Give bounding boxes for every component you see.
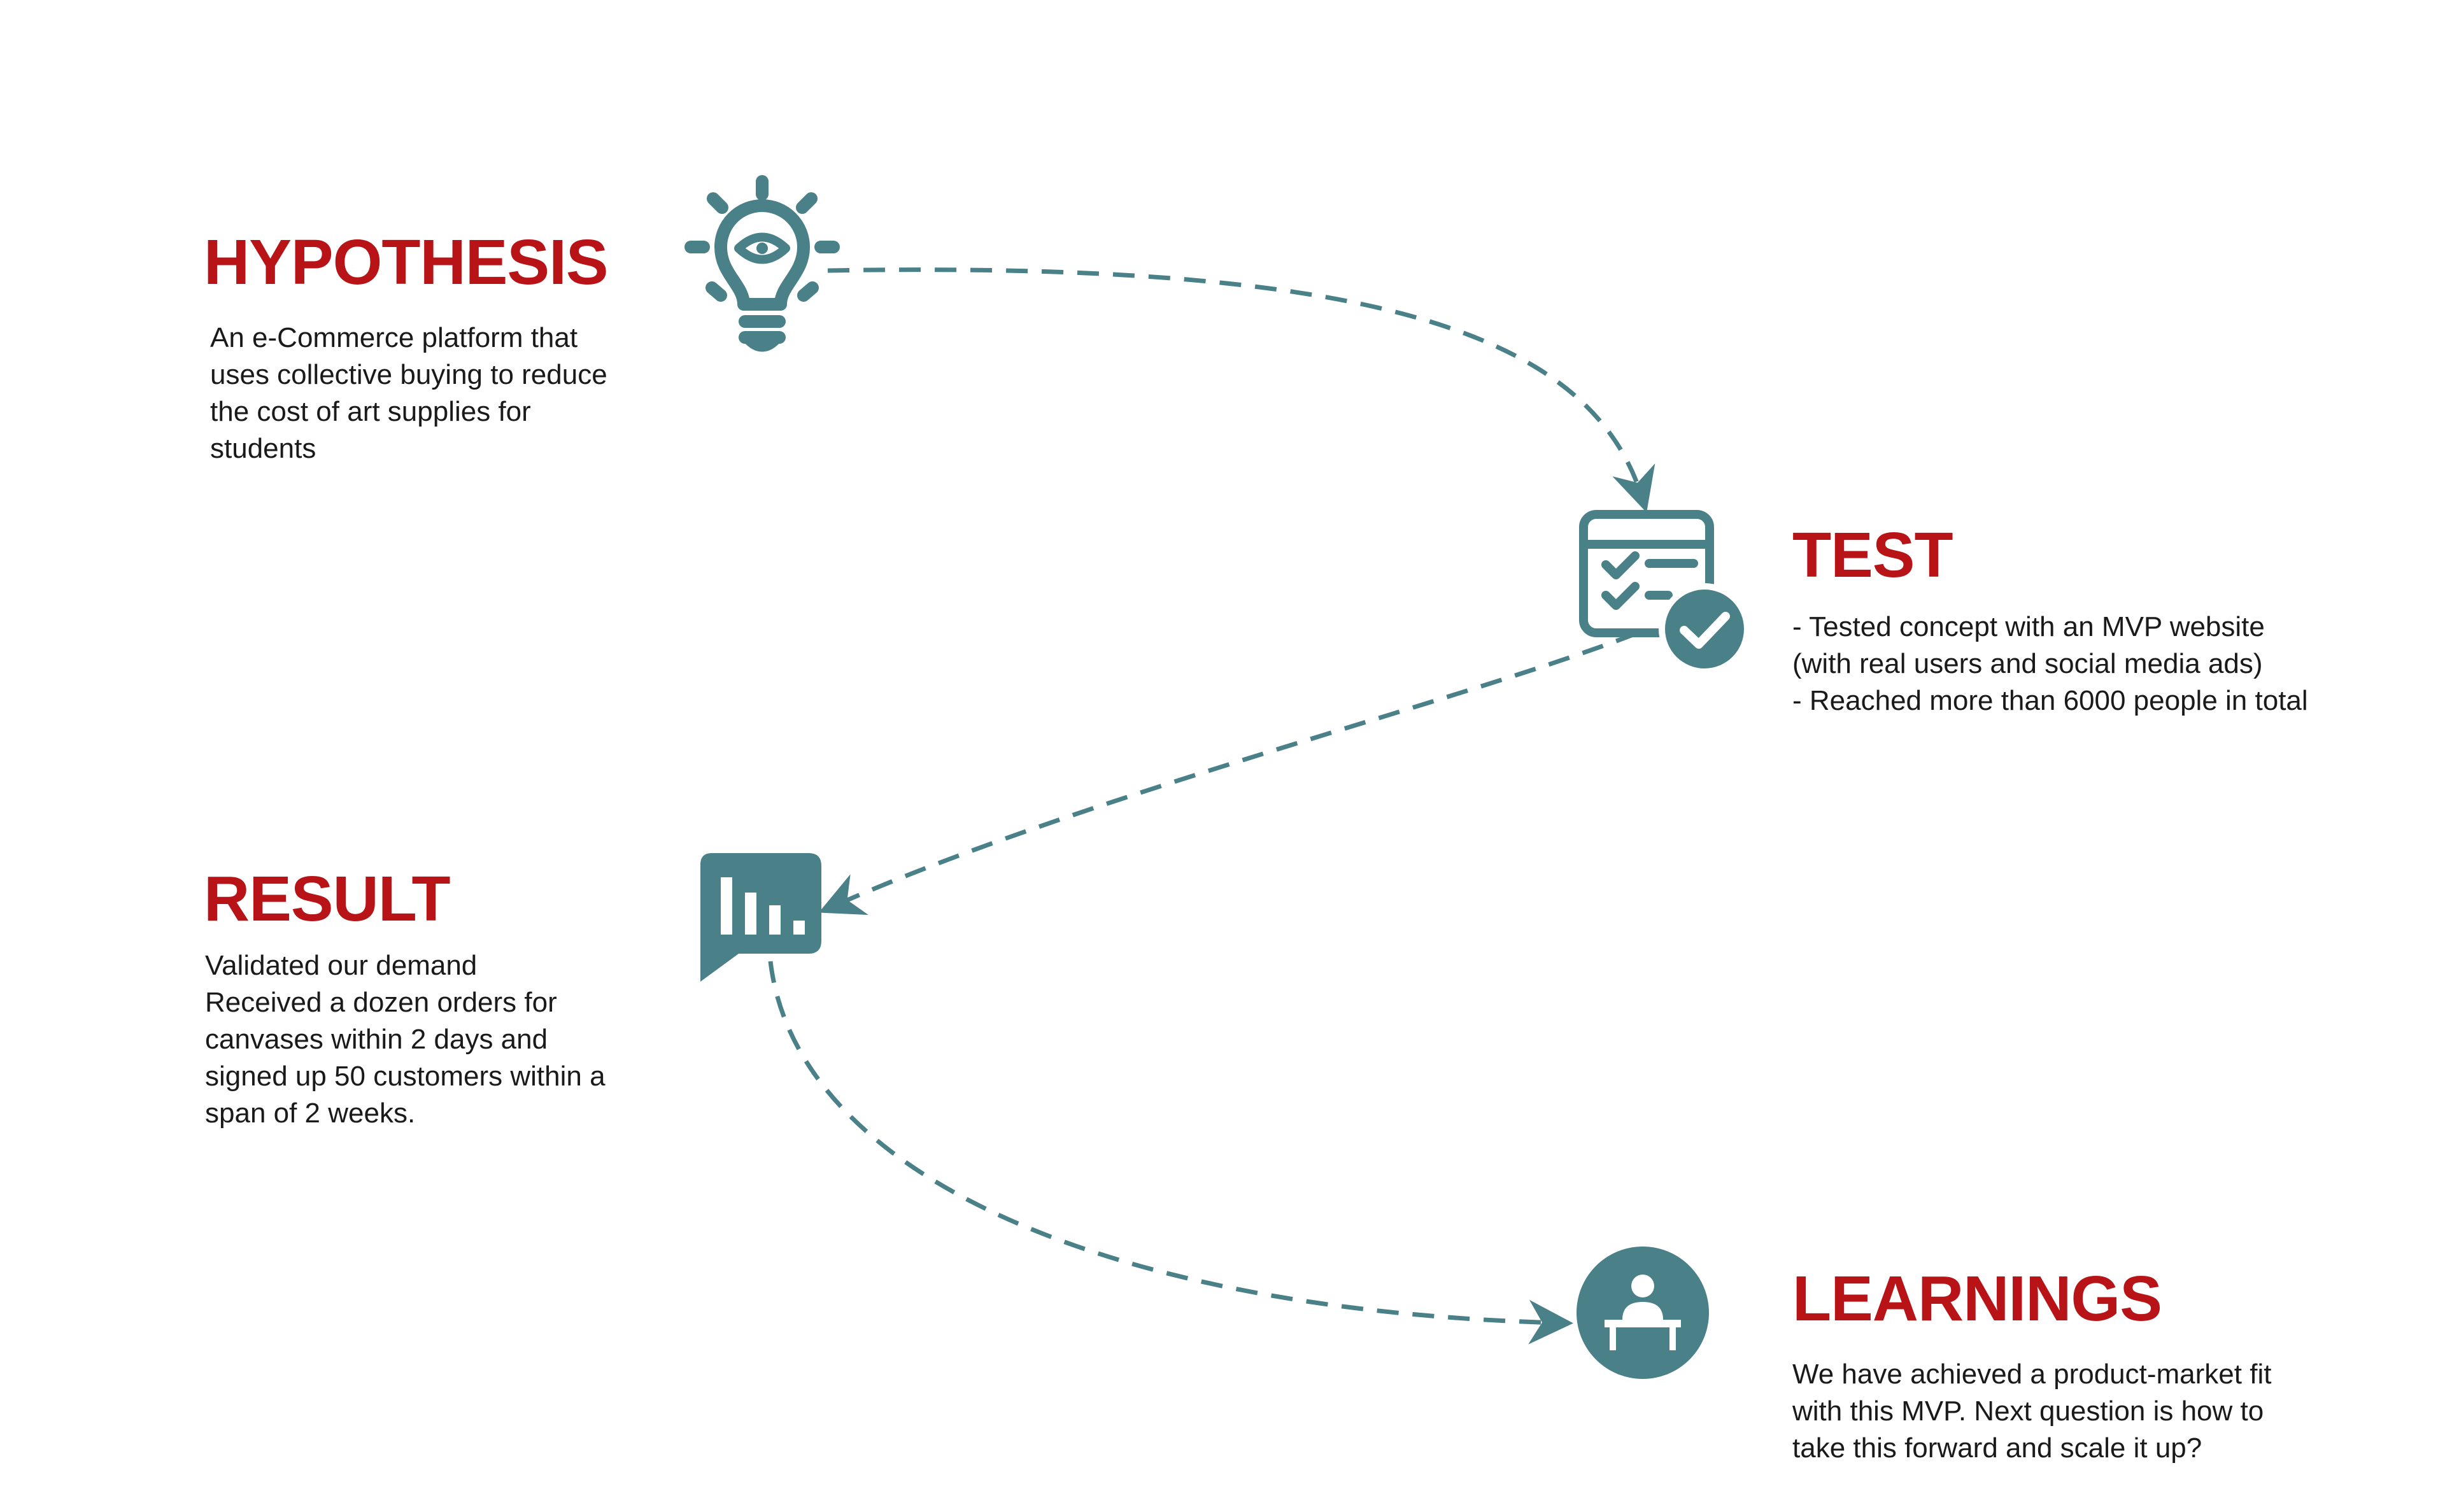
- learnings-line: We have achieved a product-market fit: [1792, 1359, 2272, 1390]
- result-line: span of 2 weeks.: [205, 1098, 416, 1129]
- learnings-line: take this forward and scale it up?: [1792, 1432, 2202, 1464]
- hypothesis-line: the cost of art supplies for: [210, 396, 531, 427]
- test-line: - Tested concept with an MVP website: [1792, 611, 2265, 642]
- test-line: (with real users and social media ads): [1792, 648, 2263, 679]
- test-line: - Reached more than 6000 people in total: [1792, 685, 2308, 716]
- connector-hypothesis-to-test: [827, 267, 1655, 513]
- result-line: signed up 50 customers within a: [205, 1061, 606, 1092]
- learnings-line: with this MVP. Next question is how to: [1792, 1395, 2264, 1427]
- test-title: TEST: [1792, 519, 1953, 591]
- hypothesis-line: uses collective buying to reduce: [210, 359, 607, 390]
- learnings-description: We have achieved a product-market fit wi…: [1792, 1356, 2271, 1467]
- connector-test-to-result: [818, 631, 1638, 915]
- result-line: Validated our demand: [205, 950, 478, 981]
- result-line: canvases within 2 days and: [205, 1024, 548, 1055]
- result-description: Validated our demand Received a dozen or…: [205, 947, 606, 1132]
- learnings-title: LEARNINGS: [1792, 1263, 2162, 1334]
- hypothesis-title: HYPOTHESIS: [204, 227, 609, 298]
- hypothesis-description: An e-Commerce platform that uses collect…: [210, 320, 607, 467]
- learner-desk-icon: [1577, 1247, 1709, 1379]
- connector-result-to-learnings: [768, 961, 1573, 1345]
- checklist-icon: [1579, 510, 1750, 675]
- hypothesis-line: An e-Commerce platform that: [210, 322, 578, 353]
- result-line: Received a dozen orders for: [205, 987, 557, 1018]
- test-description: - Tested concept with an MVP website (wi…: [1792, 609, 2308, 719]
- hypothesis-line: students: [210, 433, 316, 464]
- bar-chart-icon: [700, 853, 821, 982]
- result-title: RESULT: [204, 863, 451, 935]
- lightbulb-icon: [684, 175, 840, 352]
